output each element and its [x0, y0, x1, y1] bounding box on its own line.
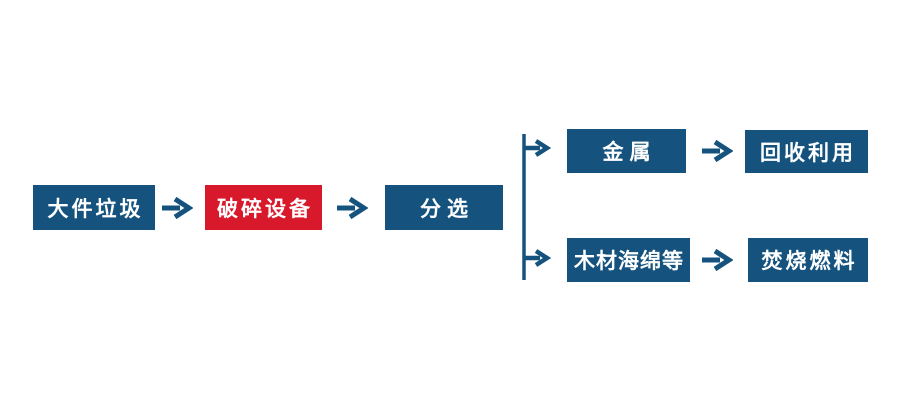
arrow-right-icon	[702, 140, 733, 162]
node-wood-sponge-etc: 木材海绵等	[567, 238, 690, 282]
arrow-right-icon	[337, 197, 368, 219]
node-sorting: 分选	[385, 185, 503, 230]
branch-connector	[522, 134, 552, 280]
node-recycling: 回收利用	[745, 130, 868, 173]
arrow-right-icon	[702, 249, 733, 271]
arrow-right-icon	[162, 197, 193, 219]
node-incineration-fuel: 焚烧燃料	[748, 238, 868, 282]
node-metal: 金属	[567, 129, 686, 173]
node-bulky-waste: 大件垃圾	[33, 185, 155, 230]
node-crushing-equipment: 破碎设备	[205, 185, 322, 230]
